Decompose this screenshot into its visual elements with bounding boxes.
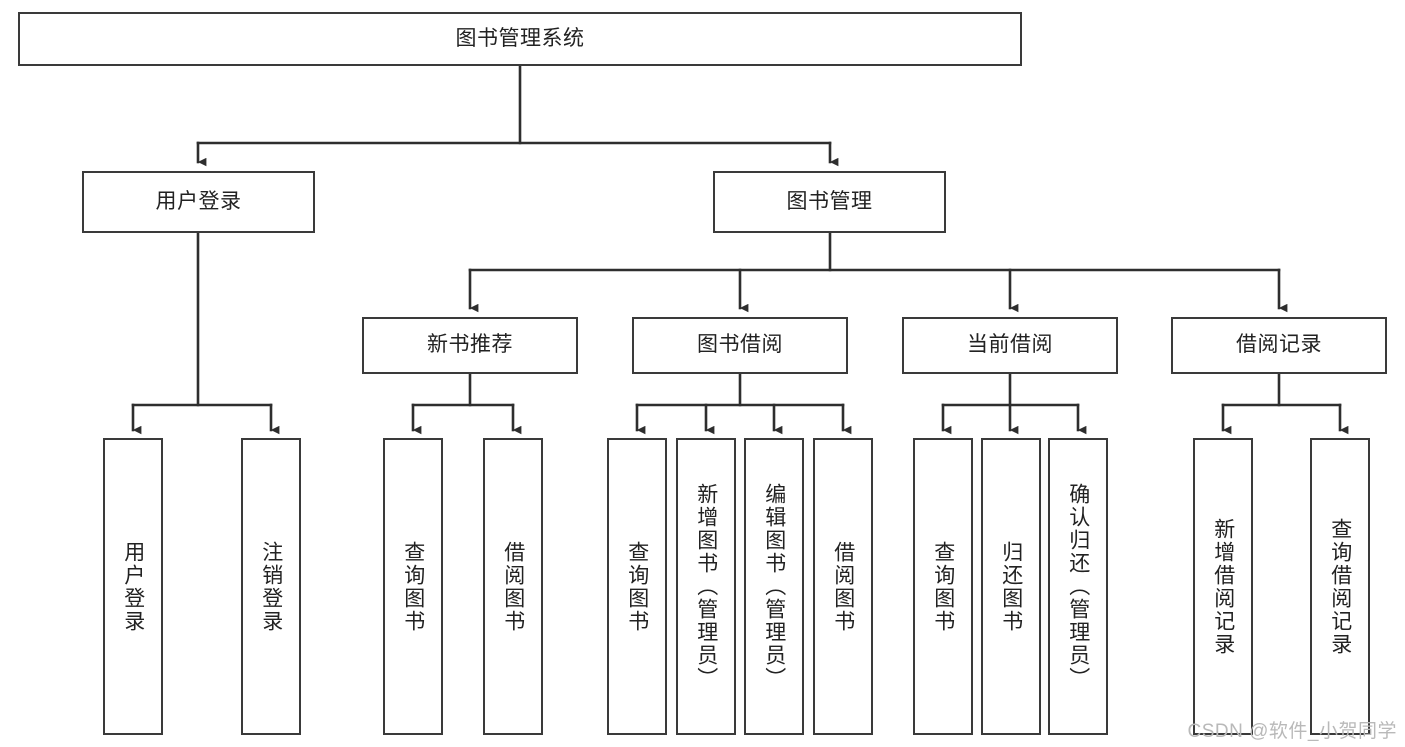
node-current-borrow[interactable]: 当前借阅 xyxy=(902,317,1118,374)
leaf-confirm-return-admin[interactable]: 确认归还（管理员） xyxy=(1048,438,1108,735)
node-user-login[interactable]: 用户登录 xyxy=(82,171,315,233)
node-label: 查询借阅记录 xyxy=(1328,517,1352,656)
node-label: 借阅图书 xyxy=(831,540,855,633)
node-label: 借阅图书 xyxy=(501,540,525,633)
node-root-system[interactable]: 图书管理系统 xyxy=(18,12,1022,66)
node-new-book-recommend[interactable]: 新书推荐 xyxy=(362,317,578,374)
leaf-query-book-borrow[interactable]: 查询图书 xyxy=(607,438,667,735)
node-label: 新书推荐 xyxy=(427,333,513,357)
node-label: 图书管理 xyxy=(786,189,873,213)
node-label: 查询图书 xyxy=(625,540,649,633)
node-label: 归还图书 xyxy=(999,540,1023,633)
node-label: 用户登录 xyxy=(121,540,145,633)
node-label: 查询图书 xyxy=(401,540,425,633)
node-label: 查询图书 xyxy=(931,540,955,633)
node-label: 注销登录 xyxy=(259,540,283,633)
leaf-logout-login[interactable]: 注销登录 xyxy=(241,438,301,735)
leaf-query-book-current[interactable]: 查询图书 xyxy=(913,438,973,735)
leaf-return-book[interactable]: 归还图书 xyxy=(981,438,1041,735)
node-label: 新增借阅记录 xyxy=(1211,517,1235,656)
leaf-edit-book-admin[interactable]: 编辑图书（管理员） xyxy=(744,438,804,735)
node-label: 确认归还（管理员） xyxy=(1066,483,1090,690)
node-book-borrow[interactable]: 图书借阅 xyxy=(632,317,848,374)
node-label: 图书管理系统 xyxy=(455,26,585,50)
leaf-borrow-book[interactable]: 借阅图书 xyxy=(813,438,873,735)
leaf-query-book-rec[interactable]: 查询图书 xyxy=(383,438,443,735)
node-label: 编辑图书（管理员） xyxy=(762,483,786,690)
node-label: 用户登录 xyxy=(155,189,242,213)
leaf-user-login[interactable]: 用户登录 xyxy=(103,438,163,735)
node-label: 图书借阅 xyxy=(697,333,783,357)
leaf-borrow-book-rec[interactable]: 借阅图书 xyxy=(483,438,543,735)
node-label: 当前借阅 xyxy=(967,333,1053,357)
leaf-add-borrow-record[interactable]: 新增借阅记录 xyxy=(1193,438,1253,735)
node-book-manage[interactable]: 图书管理 xyxy=(713,171,946,233)
leaf-query-borrow-record[interactable]: 查询借阅记录 xyxy=(1310,438,1370,735)
node-label: 借阅记录 xyxy=(1236,333,1322,357)
node-borrow-record[interactable]: 借阅记录 xyxy=(1171,317,1387,374)
node-label: 新增图书（管理员） xyxy=(694,483,718,690)
leaf-add-book-admin[interactable]: 新增图书（管理员） xyxy=(676,438,736,735)
